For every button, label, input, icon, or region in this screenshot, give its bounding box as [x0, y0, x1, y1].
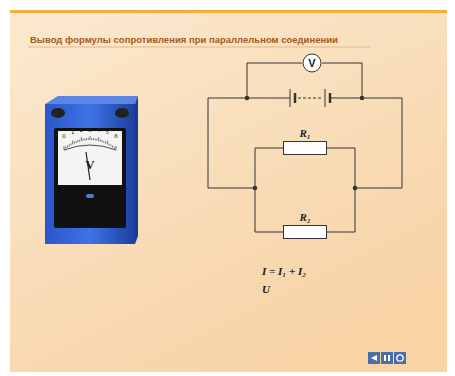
- scale-number: 2: [80, 127, 84, 133]
- top-bar: [10, 10, 447, 13]
- circuit-wires: [208, 63, 402, 232]
- meter-unit: V: [85, 157, 94, 173]
- resistor-symbol: R₂: [283, 225, 327, 239]
- voltmeter-illustration: [45, 96, 138, 244]
- voltmeter-symbol: V: [302, 53, 322, 73]
- slide-background: [10, 10, 447, 372]
- title-rule: [28, 47, 370, 48]
- battery-symbol: [290, 89, 330, 107]
- resistor-label: R₂: [299, 211, 310, 223]
- formula: U: [262, 283, 270, 295]
- scale-number: 0: [62, 133, 66, 139]
- scale-number: 3: [88, 127, 92, 133]
- scale-number: 5: [106, 129, 110, 135]
- scale-number: 6: [114, 133, 118, 139]
- slide-title: Вывод формулы сопротивления при параллел…: [30, 34, 338, 45]
- node-outline: [283, 141, 327, 155]
- scale-number: 4: [97, 127, 101, 133]
- formula: I = I₁ + I₂: [262, 265, 306, 277]
- junction-dots: [245, 96, 365, 191]
- resistor-label: R₁: [299, 127, 310, 139]
- nav-buttons: [368, 352, 406, 364]
- node-outline: [283, 225, 327, 239]
- meter-letter: V: [308, 57, 315, 69]
- resistor-symbol: R₁: [283, 141, 327, 155]
- scale-number: 1: [71, 129, 75, 135]
